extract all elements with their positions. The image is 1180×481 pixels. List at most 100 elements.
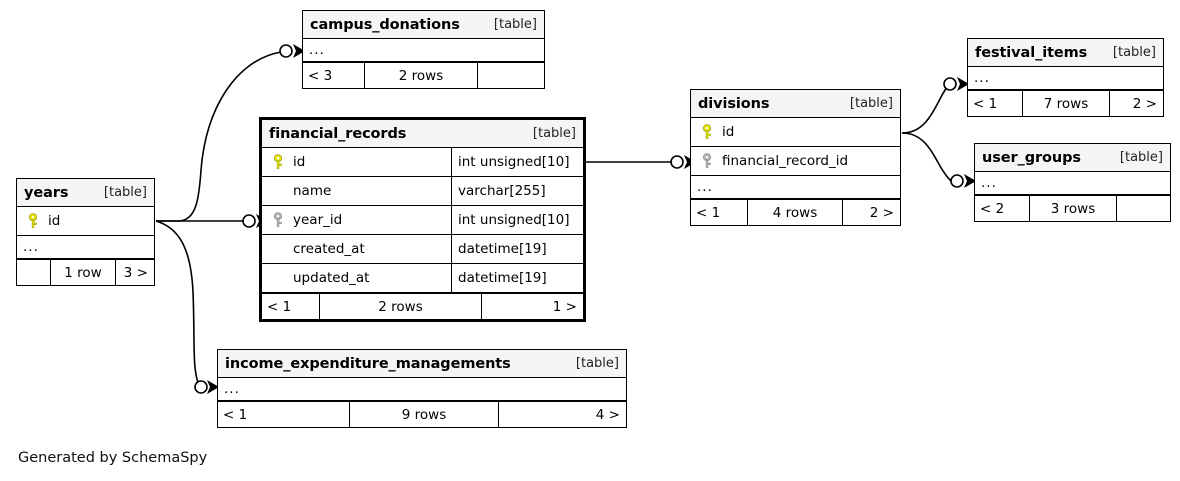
footer-next[interactable]: 3 > [123,264,148,281]
primary-key-icon [274,154,282,170]
table-title: financial_records [269,125,407,142]
edge-marker-circle [670,155,684,169]
primary-key-icon [703,124,711,140]
more-columns-indicator[interactable]: ... [17,236,154,259]
footer-rows: 9 rows [349,402,499,427]
table-title: user_groups [982,149,1081,166]
table-income-expenditure-managements[interactable]: income_expenditure_managements [table] .… [217,349,627,428]
table-header: years [table] [17,179,154,207]
table-header: festival_items [table] [968,39,1163,67]
column-row-updated-at[interactable]: updated_at datetime[19] [262,264,583,293]
column-row-created-at[interactable]: created_at datetime[19] [262,235,583,264]
edge-marker-circle [943,77,957,91]
column-label: updated_at [293,270,370,286]
footer-next[interactable]: 4 > [595,406,620,423]
footer-rows: 2 rows [364,63,478,88]
more-columns-indicator[interactable]: ... [975,172,1170,195]
table-header: campus_donations [table] [303,11,544,39]
table-footer: < 3 2 rows [303,62,544,88]
table-header: income_expenditure_managements [table] [218,350,626,378]
column-label: id [293,154,306,170]
column-name-cell: id [691,124,900,140]
table-title: festival_items [975,44,1088,61]
footer-next[interactable] [1117,196,1170,221]
edge-marker-circle [279,44,293,58]
table-title: divisions [698,95,770,112]
footer-rows: 7 rows [1022,91,1110,116]
edge-divisions-user-groups [901,132,952,182]
primary-key-icon [29,213,37,229]
column-row-id[interactable]: id [17,207,154,236]
footer-next[interactable]: 2 > [869,204,894,221]
footer-rows: 2 rows [319,294,482,319]
table-tag: [table] [532,126,576,141]
table-campus-donations[interactable]: campus_donations [table] ... < 3 2 rows [302,10,545,89]
table-header: financial_records [table] [262,120,583,148]
column-type: int unsigned[10] [451,148,583,176]
edge-marker-circle [242,214,256,228]
column-row-id[interactable]: id int unsigned[10] [262,148,583,177]
table-title: campus_donations [310,16,460,33]
table-footer: < 1 2 rows 1 > [262,293,583,319]
table-footer: 1 row 3 > [17,259,154,285]
table-festival-items[interactable]: festival_items [table] ... < 1 7 rows 2 … [967,38,1164,117]
generated-by-label: Generated by SchemaSpy [18,450,208,466]
edge-years-income-expenditure [155,220,200,386]
edge-divisions-festival-items [901,84,950,134]
table-user-groups[interactable]: user_groups [table] ... < 2 3 rows [974,143,1171,222]
table-divisions[interactable]: divisions [table] id [690,89,901,226]
table-footer: < 2 3 rows [975,195,1170,221]
column-name-cell: id [262,154,451,170]
footer-rows: 4 rows [747,200,843,225]
more-columns-indicator[interactable]: ... [303,39,544,62]
column-type: int unsigned[10] [451,206,583,234]
table-years[interactable]: years [table] id ... 1 row 3 > [16,178,155,286]
table-footer: < 1 4 rows 2 > [691,199,900,225]
table-tag: [table] [1119,150,1163,165]
footer-prev[interactable]: < 1 [973,95,998,112]
column-row-id[interactable]: id [691,118,900,147]
table-tag: [table] [1112,45,1156,60]
column-name-cell: updated_at [262,270,451,286]
column-name-cell: created_at [262,241,451,257]
column-type: datetime[19] [451,264,583,292]
table-header: divisions [table] [691,90,900,118]
edge-marker-circle [950,174,964,188]
column-row-year-id[interactable]: year_id int unsigned[10] [262,206,583,235]
more-columns-indicator[interactable]: ... [968,67,1163,90]
footer-rows: 3 rows [1029,196,1117,221]
edge-marker-circle [194,380,208,394]
column-name-cell: year_id [262,212,451,228]
column-label: created_at [293,241,365,257]
column-label: name [293,183,332,199]
column-type: varchar[255] [451,177,583,205]
foreign-key-icon [703,153,711,169]
footer-next[interactable]: 1 > [552,298,577,315]
column-row-financial-record-id[interactable]: financial_record_id [691,147,900,176]
column-label: id [722,124,735,140]
column-type: datetime[19] [451,235,583,263]
column-name-cell: financial_record_id [691,153,900,169]
table-header: user_groups [table] [975,144,1170,172]
foreign-key-icon [274,212,282,228]
footer-prev[interactable]: < 1 [267,298,292,315]
more-columns-indicator[interactable]: ... [218,378,626,401]
column-name-cell: id [17,213,154,229]
footer-prev[interactable] [17,260,50,285]
table-tag: [table] [493,17,537,32]
table-footer: < 1 7 rows 2 > [968,90,1163,116]
more-columns-indicator[interactable]: ... [691,176,900,199]
table-financial-records[interactable]: financial_records [table] id int unsigne… [259,117,586,322]
footer-prev[interactable]: < 2 [980,200,1005,217]
footer-rows: 1 row [50,260,116,285]
footer-next[interactable] [478,63,544,88]
table-tag: [table] [575,356,619,371]
table-tag: [table] [849,96,893,111]
column-row-name[interactable]: name varchar[255] [262,177,583,206]
column-name-cell: name [262,183,451,199]
footer-prev[interactable]: < 1 [696,204,721,221]
footer-prev[interactable]: < 3 [308,67,333,84]
footer-next[interactable]: 2 > [1132,95,1157,112]
footer-prev[interactable]: < 1 [223,406,248,423]
